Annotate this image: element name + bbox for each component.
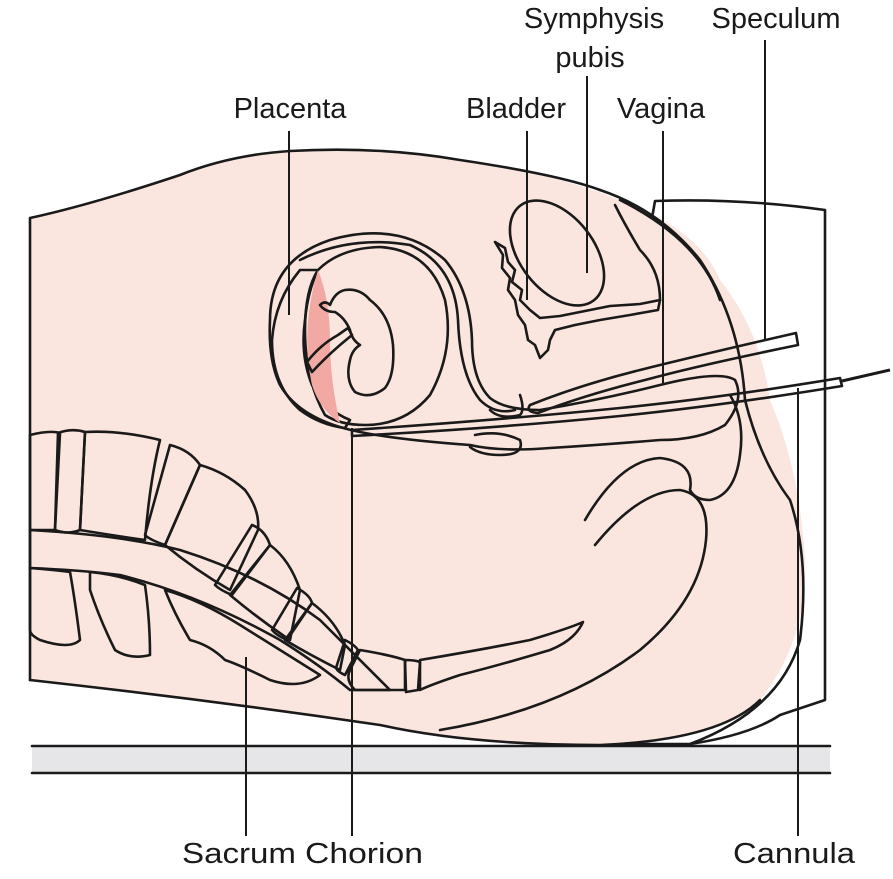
label-speculum: Speculum: [712, 3, 841, 35]
leader-lines: [245, 40, 799, 836]
speculum: [527, 331, 800, 415]
labels: Placenta Symphysis pubis Bladder Vagina …: [182, 3, 856, 870]
amniotic-sac: [303, 245, 450, 427]
label-chorion: Chorion: [305, 838, 423, 870]
label-symphysis-line2: pubis: [555, 42, 624, 74]
label-symphysis-line1: Symphysis: [524, 3, 664, 35]
bladder: [493, 240, 662, 360]
examination-table: [30, 744, 832, 775]
label-bladder: Bladder: [466, 93, 566, 125]
spine: [28, 428, 585, 694]
umbilical-cord: [305, 326, 354, 374]
body-cross-section: [28, 148, 827, 747]
label-sacrum: Sacrum: [182, 838, 296, 870]
uterus: [268, 232, 740, 457]
label-placenta: Placenta: [234, 93, 348, 125]
label-cannula: Cannula: [733, 838, 856, 870]
label-vagina: Vagina: [617, 93, 706, 125]
cannula: [350, 368, 891, 438]
